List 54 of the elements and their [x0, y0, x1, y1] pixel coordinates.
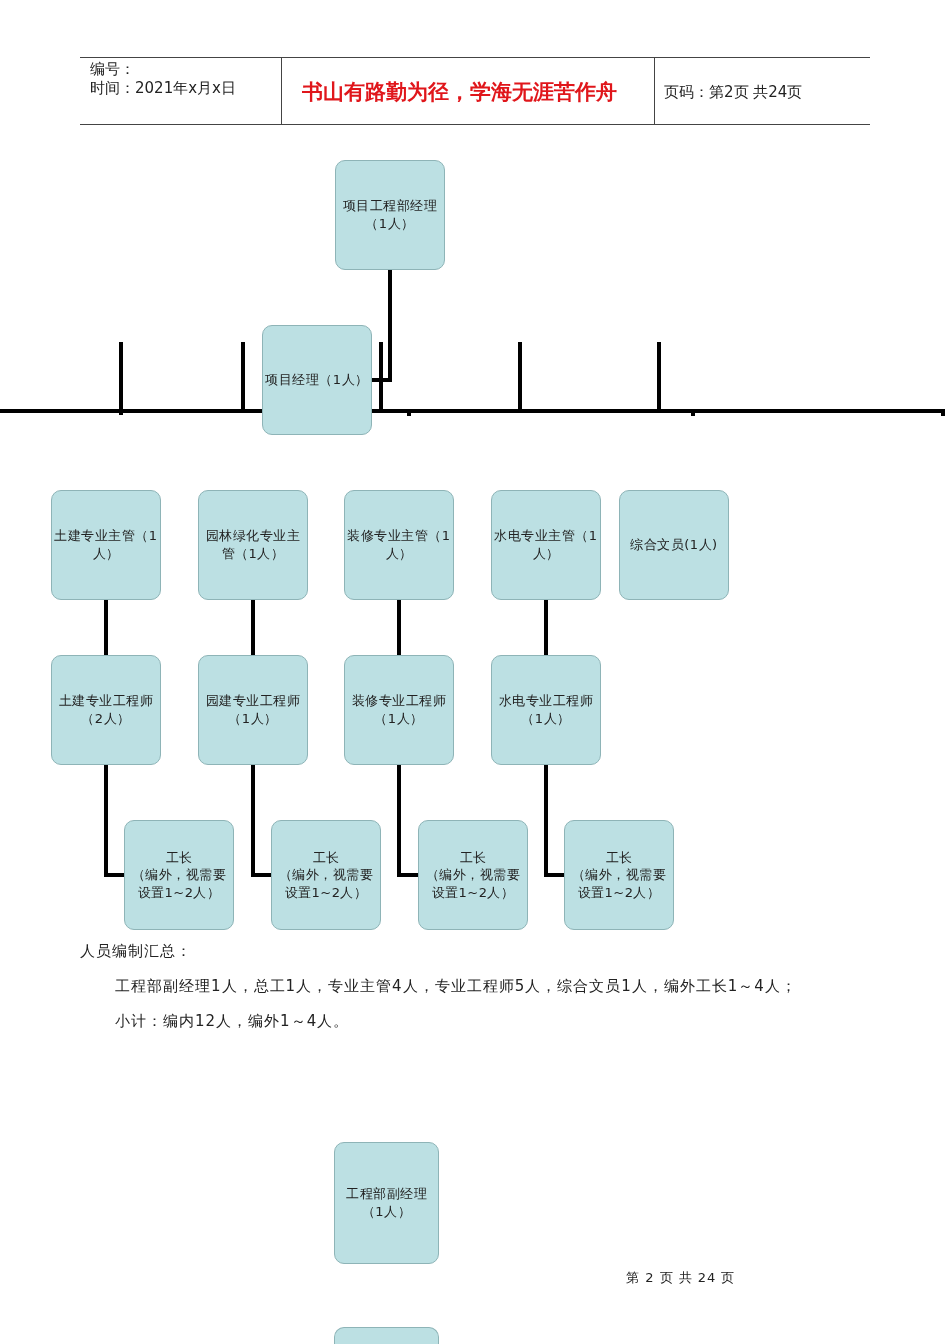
position-box — [619, 490, 729, 600]
position-text: 水电专业主管（1人） — [494, 527, 598, 563]
position-box — [124, 820, 234, 930]
position-box — [198, 655, 308, 765]
connector-line — [372, 270, 392, 382]
position-text: 土建专业工程师（2人） — [57, 692, 155, 728]
position-text: 工长 — [605, 848, 633, 867]
position-box — [344, 655, 454, 765]
position-box — [51, 490, 161, 600]
position-text: （编外，视需要设置1~2人） — [130, 866, 228, 902]
position-text: 土建专业主管（1人） — [54, 527, 158, 563]
position-text: 园林绿化专业主管（1人） — [204, 527, 302, 563]
connector-line — [397, 765, 418, 877]
position-text: 工程部副经理（1人） — [345, 1185, 428, 1221]
header-motto: 书山有路勤为径，学海无涯苦作舟 — [302, 80, 617, 106]
position-box — [271, 820, 381, 930]
position-text: （编外，视需要设置1~2人） — [277, 866, 375, 902]
note-text: 页码：第2页 共24页 — [664, 83, 803, 101]
position-text: 工长 — [312, 848, 340, 867]
position-text: 装修专业主管（1人） — [347, 527, 451, 563]
connector-line — [104, 600, 108, 655]
note-text: 工程部副经理1人，总工1人，专业主管4人，专业工程师5人，综合文员1人，编外工长1～4人； — [115, 977, 797, 995]
position-box — [418, 820, 528, 930]
position-text: 工长 — [459, 848, 487, 867]
connector-line — [251, 600, 255, 655]
note-text: 时间：2021年x月x日 — [90, 79, 236, 97]
connector-line — [544, 600, 548, 655]
position-box — [491, 655, 601, 765]
position-text: 项目经理（1人） — [265, 371, 369, 389]
position-box — [491, 490, 601, 600]
position-text: （编外，视需要设置1~2人） — [570, 866, 668, 902]
position-box — [564, 820, 674, 930]
note-text: 人员编制汇总： — [80, 942, 192, 960]
position-text: 项目工程部经理（1人） — [341, 197, 439, 233]
position-text: 园建专业工程师（1人） — [204, 692, 302, 728]
position-text: 水电专业工程师（1人） — [497, 692, 595, 728]
connector-line — [104, 765, 124, 877]
note-text: 第 2 页 共 24 页 — [626, 1270, 736, 1286]
position-text: 装修专业工程师（1人） — [350, 692, 448, 728]
position-box — [262, 325, 372, 435]
position-text: （编外，视需要设置1~2人） — [424, 866, 522, 902]
position-text: 工长 — [165, 848, 193, 867]
note-text: 小计：编内12人，编外1～4人。 — [115, 1012, 350, 1030]
connector-line — [397, 600, 401, 655]
position-box — [198, 490, 308, 600]
position-box — [334, 1142, 439, 1264]
connector-line — [544, 765, 564, 877]
connector-line — [251, 765, 271, 877]
position-box — [335, 160, 445, 270]
position-box — [51, 655, 161, 765]
position-text: 综合文员(1人) — [630, 536, 718, 554]
empty-box — [334, 1327, 439, 1344]
position-box — [344, 490, 454, 600]
note-text: 编号： — [90, 60, 135, 78]
